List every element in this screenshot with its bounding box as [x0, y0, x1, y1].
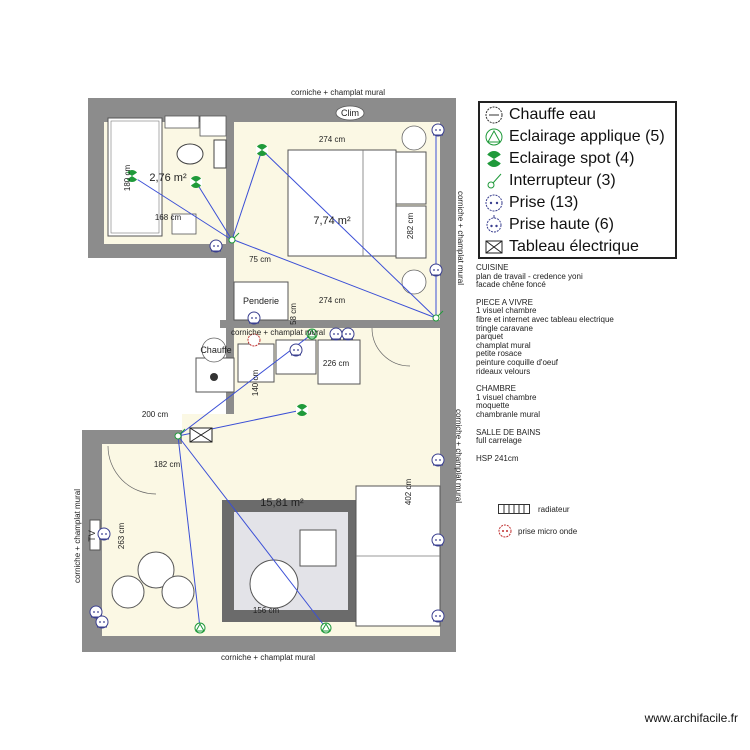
legend-label: Interrupteur (3): [509, 172, 616, 189]
legend-label: Eclairage spot (4): [509, 150, 635, 167]
microwave-outlet-icon: [498, 524, 512, 538]
legend-item-wall-light: Eclairage applique (5): [484, 126, 665, 148]
microwave-legend: prise micro onde: [498, 524, 577, 538]
notes-line: 1 visuel chambre: [476, 392, 537, 402]
dim-58: 58 cm: [289, 303, 298, 325]
electrical-symbols: [89, 123, 445, 634]
dim-200: 200 cm: [142, 410, 169, 419]
notes-line: tringle caravane: [476, 323, 533, 333]
plan-labels: corniche + champlat mural corniche + cha…: [73, 88, 465, 662]
dim-156: 156 cm: [253, 606, 280, 615]
radiator-icon: [498, 504, 530, 514]
legend-label: Tableau électrique: [509, 238, 639, 255]
walls: [82, 98, 456, 652]
wall-light-icon: [485, 128, 503, 146]
cornice-bottom-label: corniche + champlat mural: [221, 653, 315, 662]
notes-heading: CUISINE: [476, 263, 509, 272]
microwave-legend-label: prise micro onde: [518, 526, 578, 536]
notes-line: fibre et internet avec tableau electriqu…: [476, 314, 614, 324]
penderie-label: Penderie: [243, 296, 279, 306]
notes-hsp: HSP 241cm: [476, 453, 676, 464]
legend-label: Prise haute (6): [509, 216, 614, 233]
cornice-right-upper-label: corniche + champlat mural: [456, 191, 465, 285]
notes-line: peinture coquille d'oeuf: [476, 357, 559, 367]
outlet-icon: [485, 194, 503, 212]
clim-label: Clim: [341, 108, 359, 118]
notes-line: plan de travail - credence yoni: [476, 271, 583, 281]
notes-line: full carrelage: [476, 436, 522, 446]
dim-274-top: 274 cm: [319, 135, 346, 144]
notes-line: petite rosace: [476, 349, 522, 359]
dim-182: 182 cm: [154, 460, 181, 469]
spot-light-icon: [486, 151, 502, 167]
living-fixtures: [89, 339, 441, 627]
legend-item-high-outlet: Prise haute (6): [484, 214, 614, 236]
notes-line: facade chêne foncé: [476, 280, 546, 290]
bedroom-fixtures: [233, 105, 427, 321]
chauffe-label: Chauffe: [200, 345, 231, 355]
notes-line: moquette: [476, 401, 510, 411]
cornice-top-label: corniche + champlat mural: [291, 88, 385, 97]
notes-cuisine: CUISINE plan de travail - credence yoni …: [476, 263, 676, 290]
notes-salle-de-bains: SALLE DE BAINS full carrelage: [476, 427, 676, 446]
bedroom-area: 7,74 m²: [313, 215, 351, 227]
dim-75: 75 cm: [249, 255, 271, 264]
dim-168: 168 cm: [155, 213, 182, 222]
notes-piece-a-vivre: PIECE A VIVRE 1 visuel chambre fibre et …: [476, 297, 676, 376]
legend-item-water-heater: Chauffe eau: [484, 104, 596, 126]
legend-label: Prise (13): [509, 194, 579, 211]
legend-item-spot: Eclairage spot (4): [484, 148, 634, 170]
cornice-middle-label: corniche + champlat mural: [231, 328, 325, 337]
notes-line: 1 visuel chambre: [476, 306, 537, 316]
legend-item-outlet: Prise (13): [484, 192, 578, 214]
cornice-left-label: corniche + champlat mural: [73, 489, 82, 583]
dim-274-mid: 274 cm: [319, 296, 346, 305]
room-notes: CUISINE plan de travail - credence yoni …: [476, 263, 676, 464]
bathroom-area: 2,76 m²: [149, 172, 187, 184]
dim-226: 226 cm: [323, 359, 350, 368]
dim-140: 140 cm: [251, 370, 260, 397]
cornice-right-lower-label: corniche + champlat mural: [454, 409, 463, 503]
notes-line: chambranle mural: [476, 409, 541, 419]
notes-heading: SALLE DE BAINS: [476, 427, 541, 437]
notes-chambre: CHAMBRE 1 visuel chambre moquette chambr…: [476, 385, 676, 419]
doors: [107, 327, 411, 495]
dim-263: 263 cm: [117, 523, 126, 550]
switch-icon: [487, 173, 502, 189]
radiator-legend: radiateur: [498, 504, 570, 514]
notes-line: parquet: [476, 332, 504, 342]
notes-line: rideaux velours: [476, 366, 531, 376]
legend-label: Chauffe eau: [509, 106, 596, 123]
legend-label: Eclairage applique (5): [509, 128, 665, 145]
living-area: 15,81 m²: [260, 497, 304, 509]
tv-label: TV: [87, 530, 97, 542]
water-heater-icon: [485, 106, 503, 124]
high-outlet-icon: [486, 215, 502, 233]
electric-panel-icon: [485, 240, 503, 254]
dim-402: 402 cm: [404, 479, 413, 506]
notes-line: champlat mural: [476, 340, 531, 350]
radiator-legend-label: radiateur: [538, 504, 570, 514]
notes-heading: CHAMBRE: [476, 384, 517, 394]
symbol-legend: Chauffe eau Eclairage applique (5) Eclai…: [478, 101, 677, 259]
dim-180: 180 cm: [123, 165, 132, 192]
footer-watermark: www.archifacile.fr: [644, 711, 738, 725]
notes-heading: PIECE A VIVRE: [476, 297, 533, 307]
legend-item-electric-panel: Tableau électrique: [484, 236, 639, 258]
dim-282: 282 cm: [406, 213, 415, 240]
notes-heading: HSP 241cm: [476, 453, 519, 463]
legend-item-switch: Interrupteur (3): [484, 170, 616, 192]
